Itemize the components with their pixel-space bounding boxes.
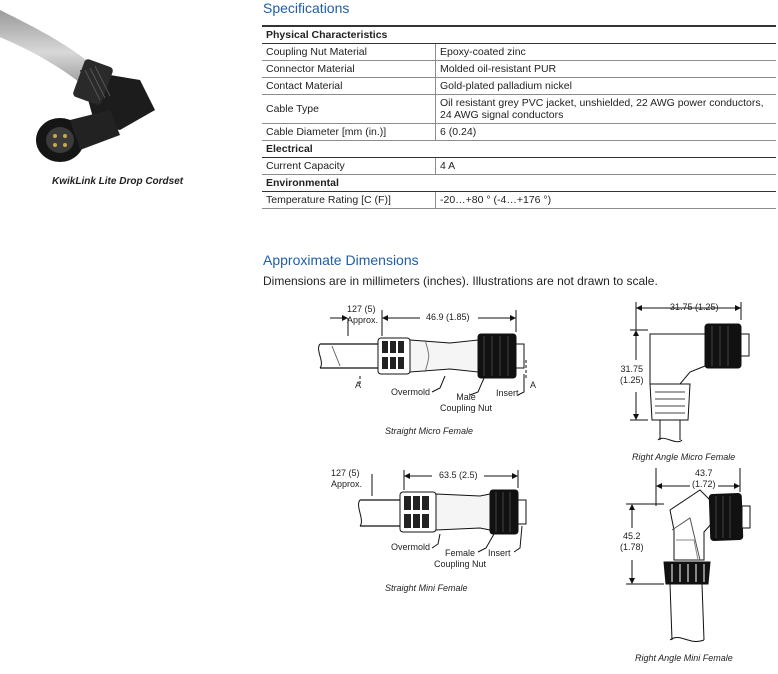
- specifications-title: Specifications: [263, 0, 350, 16]
- row-value: 6 (0.24): [435, 123, 776, 141]
- specifications-table: Physical Characteristics Coupling Nut Ma…: [262, 25, 776, 209]
- section-name: Physical Characteristics: [262, 25, 776, 44]
- straight-mini-caption: Straight Mini Female: [385, 583, 468, 593]
- right-angle-micro-height: 31.75 (1.25): [620, 364, 644, 385]
- straight-micro-insert: Insert: [496, 388, 519, 398]
- section-row: Electrical: [262, 140, 776, 158]
- straight-micro-approx: 127 (5) Approx.: [347, 304, 379, 325]
- row-value: Epoxy-coated zinc: [435, 43, 776, 61]
- row-label: Contact Material: [262, 77, 436, 95]
- dimensions-title: Approximate Dimensions: [263, 252, 419, 268]
- row-label: Cable Type: [262, 94, 436, 124]
- straight-mini-insert: Insert: [488, 548, 511, 558]
- row-label: Connector Material: [262, 60, 436, 78]
- right-angle-micro-width: 31.75 (1.25): [670, 302, 719, 312]
- straight-mini-overmold: Overmold: [391, 542, 431, 552]
- section-row: Physical Characteristics: [262, 25, 776, 44]
- straight-micro-coupling: Male Coupling Nut: [440, 392, 493, 413]
- row-value: Molded oil-resistant PUR: [435, 60, 776, 78]
- section-name: Environmental: [262, 174, 776, 192]
- row-label: Cable Diameter [mm (in.)]: [262, 123, 436, 141]
- right-angle-micro-caption: Right Angle Micro Female: [632, 452, 736, 462]
- row-label: Current Capacity: [262, 157, 436, 175]
- straight-micro-a-right: A: [530, 380, 537, 390]
- right-angle-mini-drawing: [626, 468, 751, 642]
- straight-mini-drawing: [358, 470, 527, 553]
- right-angle-mini-height: 45.2 (1.78): [620, 531, 644, 552]
- table-row: Cable Diameter [mm (in.)]6 (0.24): [262, 123, 776, 141]
- row-value: Gold-plated palladium nickel: [435, 77, 776, 95]
- dimensions-subtitle: Dimensions are in millimeters (inches). …: [263, 274, 658, 288]
- row-value: 4 A: [435, 157, 776, 175]
- straight-mini-approx: 127 (5) Approx.: [331, 468, 363, 489]
- section-name: Electrical: [262, 140, 776, 158]
- row-value: Oil resistant grey PVC jacket, unshielde…: [435, 94, 776, 124]
- straight-mini-length: 63.5 (2.5): [439, 470, 478, 480]
- straight-micro-caption: Straight Micro Female: [385, 426, 474, 436]
- row-value: -20…+80 ° (-4…+176 °): [435, 191, 776, 209]
- section-row: Environmental: [262, 174, 776, 192]
- straight-micro-length: 46.9 (1.85): [426, 312, 470, 322]
- right-angle-mini-width: 43.7 (1.72): [692, 468, 716, 489]
- straight-micro-overmold: Overmold: [391, 387, 431, 397]
- cordset-photo: [0, 10, 155, 162]
- table-row: Temperature Rating [C (F)]-20…+80 ° (-4……: [262, 191, 776, 209]
- row-label: Coupling Nut Material: [262, 43, 436, 61]
- straight-micro-a-left: A: [355, 380, 362, 390]
- straight-micro-drawing: [318, 310, 527, 396]
- product-caption: KwikLink Lite Drop Cordset: [52, 176, 184, 187]
- row-label: Temperature Rating [C (F)]: [262, 191, 436, 209]
- right-angle-mini-caption: Right Angle Mini Female: [635, 653, 733, 663]
- straight-mini-coupling: Female Coupling Nut: [434, 548, 487, 569]
- right-angle-micro-drawing: [630, 302, 750, 443]
